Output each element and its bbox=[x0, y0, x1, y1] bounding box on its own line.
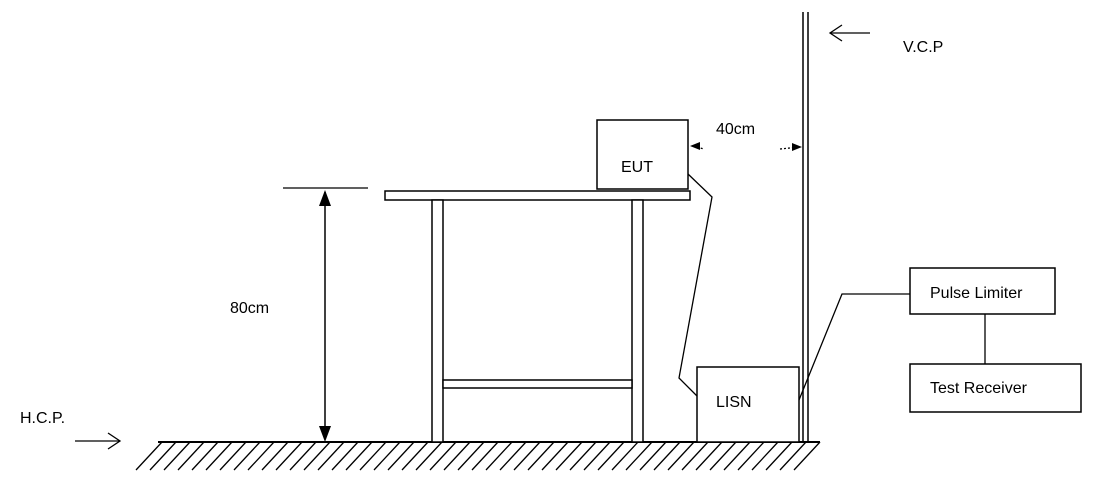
ground-hatch-line bbox=[625, 441, 653, 471]
ground-hatch-line bbox=[373, 441, 401, 471]
ground-hatch-line bbox=[709, 441, 737, 471]
table-leg-left bbox=[431, 199, 444, 443]
ground-hatch-line bbox=[233, 441, 261, 471]
table-top bbox=[384, 190, 691, 201]
ground-hatch-line bbox=[429, 441, 457, 471]
lisn-label: LISN bbox=[716, 394, 752, 411]
ground-hatch-line bbox=[723, 441, 751, 471]
ground-hatch-line bbox=[219, 441, 247, 471]
distance-label: 40cm bbox=[716, 121, 755, 138]
ground-hatch-line bbox=[695, 441, 723, 471]
ground-hatch-line bbox=[289, 441, 317, 471]
eut-lisn-cable bbox=[678, 173, 713, 398]
table bbox=[384, 190, 691, 443]
ground-hatch-line bbox=[205, 441, 233, 471]
ground-hatch-line bbox=[303, 441, 331, 471]
lisn-limiter-cable bbox=[798, 293, 910, 401]
ground-hatch-line bbox=[471, 441, 499, 471]
test-receiver-label: Test Receiver bbox=[930, 380, 1028, 397]
table-crossbar bbox=[442, 379, 633, 389]
ground-hatch-line bbox=[191, 441, 219, 471]
ground-hatch-line bbox=[793, 441, 821, 471]
ground-hatch-line bbox=[247, 441, 275, 471]
eut-label: EUT bbox=[621, 159, 653, 176]
ground-hatch-line bbox=[737, 441, 765, 471]
ground-hatch-line bbox=[177, 441, 205, 471]
lisn-box bbox=[696, 366, 800, 443]
ground-hatch-line bbox=[443, 441, 471, 471]
ground-hatch-line bbox=[387, 441, 415, 471]
ground-hatch-line bbox=[499, 441, 527, 471]
ground-hatch-line bbox=[135, 441, 163, 471]
ground-hatch-line bbox=[149, 441, 177, 471]
ground-hatch-line bbox=[541, 441, 569, 471]
ground-hatch-line bbox=[513, 441, 541, 471]
ground-hatch-line bbox=[779, 441, 807, 471]
ground-hatch-line bbox=[261, 441, 289, 471]
hcp-label: H.C.P. bbox=[20, 410, 65, 427]
ground-hatch-line bbox=[555, 441, 583, 471]
vcp-arrow bbox=[828, 24, 870, 42]
ground-hatch-line bbox=[345, 441, 373, 471]
ground-hatch-line bbox=[401, 441, 429, 471]
ground-hatch-line bbox=[583, 441, 611, 471]
ground-plane bbox=[135, 441, 821, 471]
ground-hatch-line bbox=[275, 441, 303, 471]
ground-hatch-line bbox=[331, 441, 359, 471]
hcp-arrow bbox=[75, 432, 122, 450]
ground-hatch-line bbox=[415, 441, 443, 471]
test-receiver-box bbox=[909, 363, 1082, 413]
ground-hatch-line bbox=[163, 441, 191, 471]
ground-hatch-line bbox=[653, 441, 681, 471]
eut-box bbox=[596, 119, 689, 190]
ground-hatch-line bbox=[569, 441, 597, 471]
table-leg-right bbox=[631, 199, 644, 443]
ground-hatch-line bbox=[317, 441, 345, 471]
height-label: 80cm bbox=[230, 300, 269, 317]
ground-hatch-line bbox=[611, 441, 639, 471]
vertical-coupling-plane bbox=[802, 12, 809, 442]
ground-hatch-line bbox=[639, 441, 667, 471]
ground-hatch-line bbox=[751, 441, 779, 471]
ground-hatch-line bbox=[485, 441, 513, 471]
ground-hatch-line bbox=[527, 441, 555, 471]
height-dimension bbox=[283, 187, 368, 442]
ground-hatch-line bbox=[359, 441, 387, 471]
ground-hatch-line bbox=[681, 441, 709, 471]
ground-hatch-line bbox=[765, 441, 793, 471]
ground-hatch-line bbox=[667, 441, 695, 471]
pulse-limiter-label: Pulse Limiter bbox=[930, 285, 1023, 302]
distance-dimension bbox=[690, 142, 802, 151]
pulse-limiter-box bbox=[909, 267, 1056, 315]
vcp-label: V.C.P bbox=[903, 39, 943, 56]
ground-hatch-line bbox=[457, 441, 485, 471]
ground-hatch-line bbox=[597, 441, 625, 471]
